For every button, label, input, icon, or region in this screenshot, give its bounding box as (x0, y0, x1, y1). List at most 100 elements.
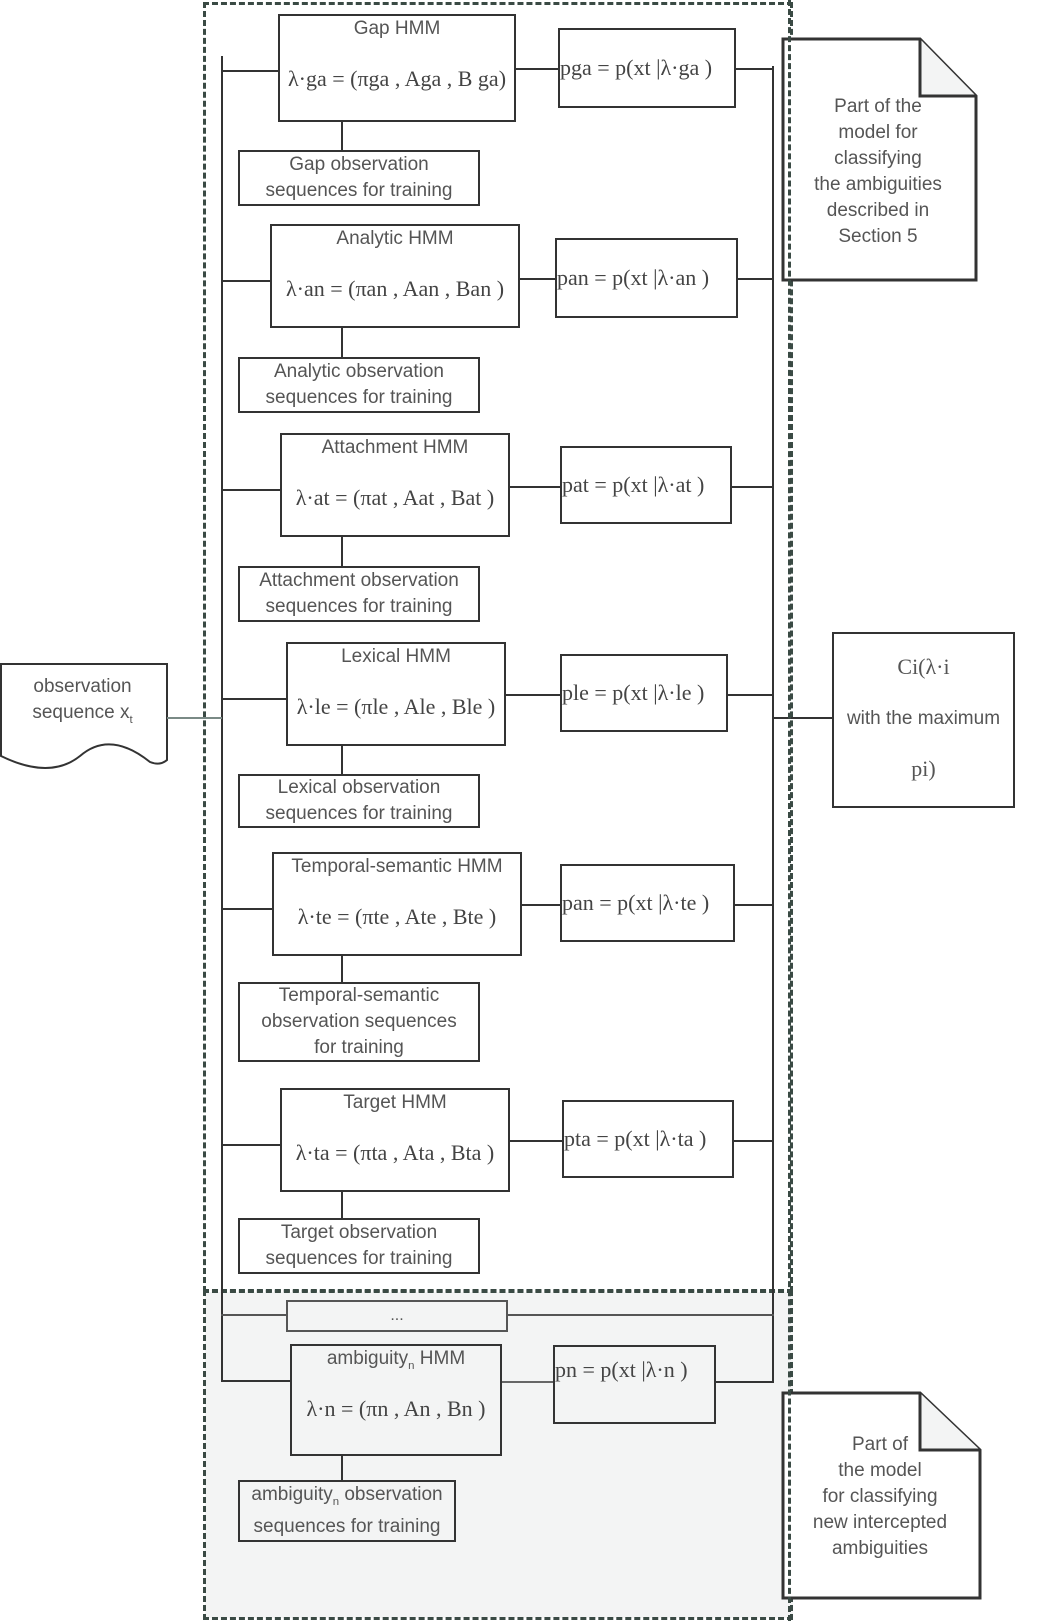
model-hmm-box: Target HMM λ·ta = (πta , Ata , Bta ) (280, 1088, 510, 1192)
new-model-output-box: pn = p(xt |λ·n ) (553, 1345, 716, 1424)
new-model-formula: λ·n = (πn , An , Bn ) (306, 1396, 486, 1421)
new-model-training-box: ambiguityn observation sequences for tra… (238, 1480, 456, 1542)
model-training-box: Attachment observation sequences for tra… (238, 566, 480, 622)
model-training-box: Target observation sequences for trainin… (238, 1218, 480, 1274)
model-training-line2: sequences for training (265, 387, 453, 408)
input-label: observation sequence xt (0, 674, 165, 733)
model-output-connector (506, 694, 560, 696)
model-output-connector (516, 68, 558, 70)
model-output-formula: ple = p(xt |λ·le ) (562, 680, 705, 705)
model-input-connector (221, 489, 280, 491)
model-bus-connector (736, 68, 772, 70)
model-input-connector (221, 698, 286, 700)
new-model-training-line1: ambiguityn observation (251, 1483, 443, 1508)
model-training-line2: sequences for training (265, 1248, 453, 1269)
result-line3: pi) (911, 756, 936, 781)
model-hmm-title: Analytic HMM (336, 228, 454, 249)
input-label-line1: observation (33, 676, 132, 697)
model-hmm-title: Attachment HMM (321, 437, 469, 458)
container-right-edge-overlay (788, 0, 791, 1621)
note-new-line: Part of (852, 1434, 908, 1455)
model-hmm-title: Lexical HMM (341, 646, 451, 667)
model-formula: λ·ta = (πta , Ata , Bta ) (295, 1140, 495, 1165)
model-output-box: pan = p(xt |λ·an ) (555, 238, 738, 318)
new-model-output-connector (502, 1381, 554, 1383)
model-training-connector (341, 537, 343, 566)
model-formula: λ·ga = (πga , Aga , B ga) (287, 66, 507, 91)
new-model-output-formula: pn = p(xt |λ·n ) (555, 1356, 688, 1382)
model-training-connector (341, 328, 343, 357)
note-existing-line: the ambiguities (814, 174, 942, 195)
ellipsis-box: ... (286, 1300, 508, 1332)
model-training-box: Gap observation sequences for training (238, 150, 480, 206)
model-formula: λ·te = (πte , Ate , Bte ) (297, 904, 497, 929)
model-output-box: pat = p(xt |λ·at ) (560, 446, 732, 524)
model-input-connector (221, 1144, 280, 1146)
note-existing-shape (781, 37, 978, 282)
model-training-line2: observation sequences (261, 1011, 457, 1032)
model-output-formula: pan = p(xt |λ·an ) (557, 265, 710, 290)
model-bus-connector (728, 694, 772, 696)
output-bus-line (772, 66, 774, 1382)
note-existing-line: described in (826, 200, 930, 221)
model-bus-connector (732, 486, 772, 488)
new-model-hmm-title: ambiguityn HMM (326, 1348, 466, 1372)
model-bus-connector (735, 904, 772, 906)
result-box: Ci(λ·i with the maximum pi) (832, 632, 1015, 808)
model-hmm-title: Temporal-semantic HMM (291, 856, 503, 877)
model-formula: λ·le = (πle , Ale , Ble ) (296, 694, 496, 719)
model-training-line2: sequences for training (265, 803, 453, 824)
model-training-connector (341, 122, 343, 150)
model-training-line1: Gap observation (289, 154, 429, 175)
model-training-line1: Target observation (280, 1222, 438, 1243)
result-line1: Ci(λ·i (897, 654, 950, 679)
model-output-box: pta = p(xt |λ·ta ) (562, 1100, 734, 1178)
model-output-connector (510, 486, 560, 488)
model-training-connector (341, 956, 343, 982)
new-model-hmm-box: ambiguityn HMM λ·n = (πn , An , Bn ) (290, 1344, 502, 1456)
note-existing-text: Part of the model for classifying the am… (780, 94, 976, 250)
model-output-formula: pga = p(xt |λ·ga ) (560, 55, 713, 80)
model-formula: λ·an = (πan , Aan , Ban ) (285, 276, 505, 301)
ellipsis-right-connector (508, 1314, 774, 1316)
note-new-line: the model (838, 1460, 922, 1481)
model-output-connector (522, 904, 560, 906)
model-output-connector (510, 1140, 562, 1142)
model-training-line2: sequences for training (265, 180, 453, 201)
new-model-training-connector (341, 1456, 343, 1482)
model-hmm-box: Gap HMM λ·ga = (πga , Aga , B ga) (278, 14, 516, 122)
new-model-bus-connector (716, 1381, 774, 1383)
model-output-formula: pta = p(xt |λ·ta ) (564, 1126, 707, 1151)
result-connector (772, 717, 834, 719)
model-input-connector (221, 908, 272, 910)
note-new-line: ambiguities (831, 1538, 929, 1559)
note-existing-line: Section 5 (838, 226, 918, 247)
model-training-line1: Analytic observation (273, 361, 445, 382)
note-existing-line: classifying (834, 148, 922, 169)
note-new-line: new intercepted (812, 1512, 948, 1533)
model-input-connector (221, 70, 278, 72)
model-training-line1: Temporal-semantic (278, 985, 440, 1006)
model-training-line3: for training (314, 1037, 404, 1058)
model-hmm-title: Gap HMM (353, 18, 441, 39)
model-training-line1: Lexical observation (277, 777, 441, 798)
input-bus-line (221, 56, 223, 1382)
note-existing-line: Part of the (834, 96, 922, 117)
model-training-box: Analytic observation sequences for train… (238, 357, 480, 413)
note-new-shape (781, 1391, 982, 1600)
model-input-connector (221, 280, 270, 282)
model-formula: λ·at = (πat , Aat , Bat ) (295, 485, 495, 510)
model-training-line2: sequences for training (265, 596, 453, 617)
model-training-connector (341, 746, 343, 774)
note-existing-line: model for (838, 122, 918, 143)
model-training-box: Temporal-semantic observation sequences … (238, 982, 480, 1062)
ellipsis-left-connector (221, 1314, 287, 1316)
ellipsis-text: ... (390, 1307, 404, 1324)
model-output-box: pga = p(xt |λ·ga ) (558, 28, 736, 108)
input-label-line2: sequence xt (32, 702, 133, 726)
model-hmm-box: Lexical HMM λ·le = (πle , Ale , Ble ) (286, 642, 506, 746)
model-output-box: ple = p(xt |λ·le ) (560, 654, 728, 732)
model-bus-connector (734, 1140, 772, 1142)
input-document-shape (0, 663, 168, 769)
model-bus-connector (738, 278, 772, 280)
